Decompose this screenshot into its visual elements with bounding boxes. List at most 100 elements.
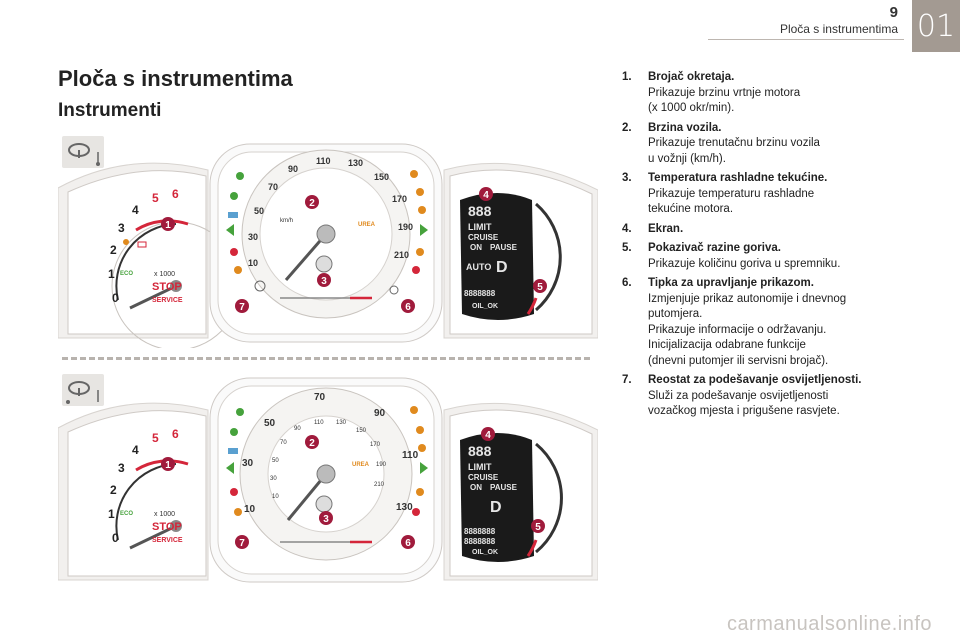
speedometer-housing: 10 30 50 70 90 110 130 10 30 50 70 90 11… [209, 377, 443, 583]
display-limit: LIMIT [468, 222, 492, 232]
speed-tick-outer: 70 [314, 392, 326, 403]
fuel-gauge-arc [535, 442, 563, 554]
speed-tick: 110 [316, 156, 331, 166]
speed-tick-inner: 210 [374, 482, 385, 488]
instrument-panel-figure-top: 0 1 2 3 4 5 6 x 1000 STOP SERVICE ECO [58, 130, 598, 348]
display-oil: OIL_OK [472, 549, 498, 556]
callout-1: 1 [165, 220, 171, 231]
tach-tick-4: 4 [132, 443, 139, 457]
page-number: 9 [889, 4, 898, 21]
speed-tick-inner: 50 [272, 458, 279, 464]
legend-item-7: 7. Reostat za podešavanje osvijetljenost… [622, 373, 922, 420]
speedometer-housing: 10 30 50 70 90 110 130 150 170 190 210 k… [209, 143, 443, 343]
coolant-gauge [315, 495, 333, 513]
speed-tick-outer: 130 [396, 502, 413, 513]
tach-tick-2: 2 [110, 243, 117, 257]
tach-tick-2: 2 [110, 483, 117, 497]
speed-tick-inner: 130 [336, 420, 347, 426]
callout-3: 3 [321, 276, 327, 287]
telltales-right [410, 406, 428, 516]
legend-num: 3. [622, 172, 632, 184]
callouts: 1 2 3 4 5 6 7 [161, 427, 545, 549]
speed-tick-inner: 30 [270, 476, 277, 482]
turn-right-icon [420, 224, 428, 236]
display-cruise: CRUISE [468, 233, 499, 242]
eco-telltale: ECO [120, 271, 133, 277]
display-digits-long: 8888888 [464, 289, 496, 298]
tach-tick-0: 0 [112, 531, 119, 545]
speed-tick-outer: 50 [264, 418, 276, 429]
legend-name: Tipka za upravljanje prikazom. [648, 277, 814, 289]
tach-tick-1: 1 [108, 267, 115, 281]
callout-7: 7 [239, 302, 245, 313]
legend-desc: Prikazuje temperaturu rashladne tekućine… [648, 187, 815, 216]
legend-list: 1. Brojač okretaja.Prikazuje brzinu vrtn… [622, 70, 922, 424]
callout-6: 6 [405, 302, 411, 313]
legend-name: Brzina vozila. [648, 121, 722, 134]
legend-name: Temperatura rashladne tekućine. [648, 172, 828, 184]
callout-1: 1 [165, 460, 171, 471]
callout-2: 2 [309, 198, 315, 209]
legend-desc: Prikazuje trenutačnu brzinu vozila u vož… [648, 137, 820, 165]
callout-7: 7 [239, 538, 245, 549]
speed-tick: 170 [392, 194, 407, 204]
legend-item-6: 6. Tipka za upravljanje prikazom.Izmjenj… [622, 276, 922, 369]
figure-divider [62, 357, 590, 360]
legend-item-3: 3. Temperatura rashladne tekućine. Prikaz… [622, 171, 922, 218]
callout-5: 5 [535, 522, 541, 533]
steering-wheel-icon [62, 136, 104, 168]
callout-5: 5 [537, 282, 543, 293]
legend-desc: Izmjenjuje prikaz autonomije i dnevnog p… [648, 292, 847, 367]
tach-tick-5: 5 [152, 431, 159, 445]
display-pause: PAUSE [490, 483, 518, 492]
speed-tick-inner: 170 [370, 442, 381, 448]
tach-tick-6: 6 [172, 187, 179, 201]
display-cruise: CRUISE [468, 473, 499, 482]
multifunction-display [460, 193, 534, 320]
speed-tick-inner: 190 [376, 462, 387, 468]
speed-tick: 150 [374, 172, 389, 182]
running-title: Ploča s instrumentima [779, 22, 898, 36]
tachometer-housing: 0 1 2 3 4 5 6 x 1000 STOP SERVICE ECO [58, 402, 209, 581]
right-display-housing: 888 LIMIT CRUISE ON PAUSE AUTO D 8888888… [443, 162, 598, 339]
red-zone-arc [135, 219, 189, 232]
speed-tick: 210 [394, 250, 409, 260]
speed-tick: 10 [248, 258, 258, 268]
turn-left-icon [226, 224, 234, 236]
legend-item-1: 1. Brojač okretaja.Prikazuje brzinu vrtn… [622, 70, 922, 117]
tach-tick-3: 3 [118, 221, 125, 235]
tach-tick-0: 0 [112, 291, 119, 305]
speed-unit: km/h [280, 218, 293, 224]
display-digits-long: 8888888 [464, 527, 496, 536]
speed-tick-inner: 10 [272, 494, 279, 500]
callout-6: 6 [405, 538, 411, 549]
urea-telltale: UREA [358, 222, 376, 228]
callout-4: 4 [485, 430, 491, 441]
tach-tick-3: 3 [118, 461, 125, 475]
callout-4: 4 [483, 190, 489, 201]
speed-tick-inner: 90 [294, 426, 301, 432]
multifunction-display [460, 433, 534, 562]
legend-item-2: 2. Brzina vozila. Prikazuje trenutačnu br… [622, 121, 922, 168]
turn-right-icon [420, 462, 428, 474]
display-digits-small: 888 [468, 203, 492, 219]
header-rule [708, 39, 904, 40]
display-digits-small: 888 [468, 443, 492, 459]
speed-needle [284, 233, 328, 281]
speed-tick-inner: 70 [280, 440, 287, 446]
section-title: Instrumenti [58, 100, 162, 121]
speed-tick-inner: 110 [314, 420, 324, 426]
stop-telltale: STOP [152, 281, 182, 293]
speed-tick: 50 [254, 206, 264, 216]
instrument-panel-svg-bottom: 0 1 2 3 4 5 6 x 1000 STOP SERVICE ECO 10… [58, 374, 598, 583]
telltales-left [226, 408, 244, 516]
speed-needle [286, 473, 328, 521]
fuel-gauge-arc [535, 202, 562, 312]
glow-plug-icon [123, 239, 129, 245]
tach-tick-4: 4 [132, 203, 139, 217]
legend-num: 2. [622, 121, 632, 134]
eco-telltale: ECO [120, 511, 133, 517]
coolant-gauge [315, 255, 333, 273]
chapter-tab: 01 [912, 0, 960, 52]
display-auto: AUTO [466, 262, 491, 272]
